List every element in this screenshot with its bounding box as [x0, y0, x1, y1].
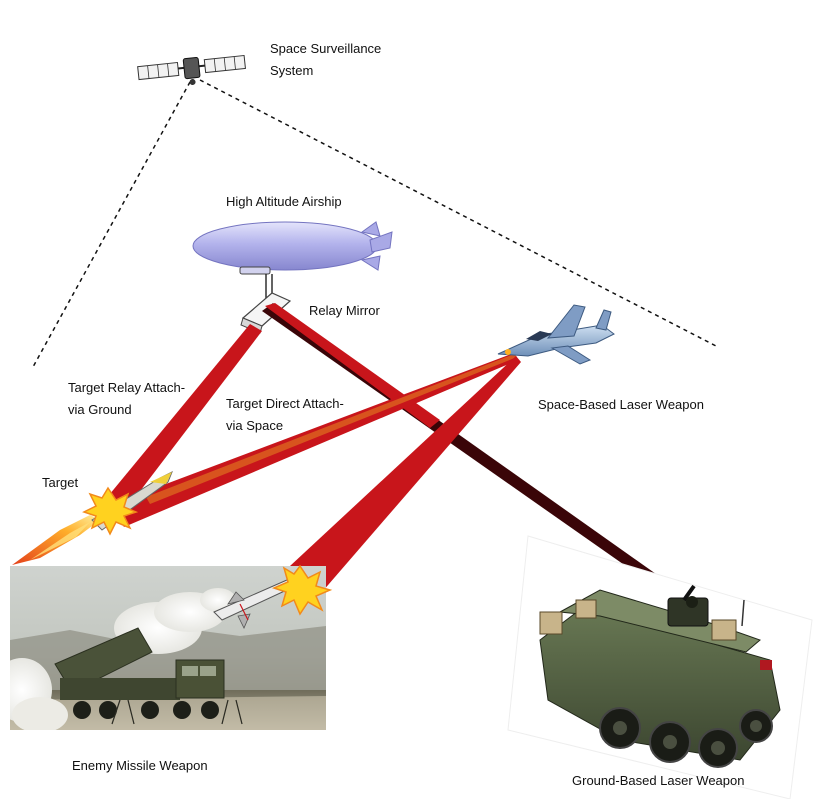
interceptor-explosion: [271, 564, 333, 616]
armored-vehicle-photo: [507, 535, 813, 799]
direct-attach-label-line2: via Space: [226, 418, 284, 433]
link-satellite-to-space-weapon: [199, 79, 717, 347]
beam-ground-to-mirror-highlight: [265, 303, 440, 428]
relay-attach-label-line2: via Ground: [68, 402, 132, 417]
surveillance-links: [32, 79, 717, 368]
link-satellite-to-ground: [32, 81, 191, 368]
ground-weapon-label: Ground-Based Laser Weapon: [572, 773, 745, 788]
direct-attach-label-line1: Target Direct Attach-: [226, 396, 344, 411]
satellite-label-line1: Space Surveillance: [270, 41, 382, 56]
target-missile-icon: [12, 470, 173, 565]
target-explosion: [82, 486, 139, 536]
beam-mirror-to-target: [100, 324, 262, 520]
enemy-missile-label: Enemy Missile Weapon: [72, 758, 208, 773]
target-label: Target: [42, 475, 79, 490]
space-weapon-label: Space-Based Laser Weapon: [538, 397, 704, 412]
laser-beams: [100, 303, 697, 611]
satellite-label-line2: System: [270, 63, 314, 78]
airship-label: High Altitude Airship: [226, 194, 342, 209]
airship-icon: [192, 221, 393, 298]
fighter-jet-icon: [497, 304, 615, 365]
beam-jet-to-interceptor: [290, 356, 521, 592]
beam-jet-to-target-core: [146, 354, 517, 504]
missile-launcher-photo: [10, 566, 326, 730]
relay-mirror-label: Relay Mirror: [309, 303, 380, 318]
interceptor-missile-icon: [213, 564, 333, 629]
relay-attach-label-line1: Target Relay Attach-: [68, 380, 186, 395]
satellite-icon: [137, 54, 246, 86]
